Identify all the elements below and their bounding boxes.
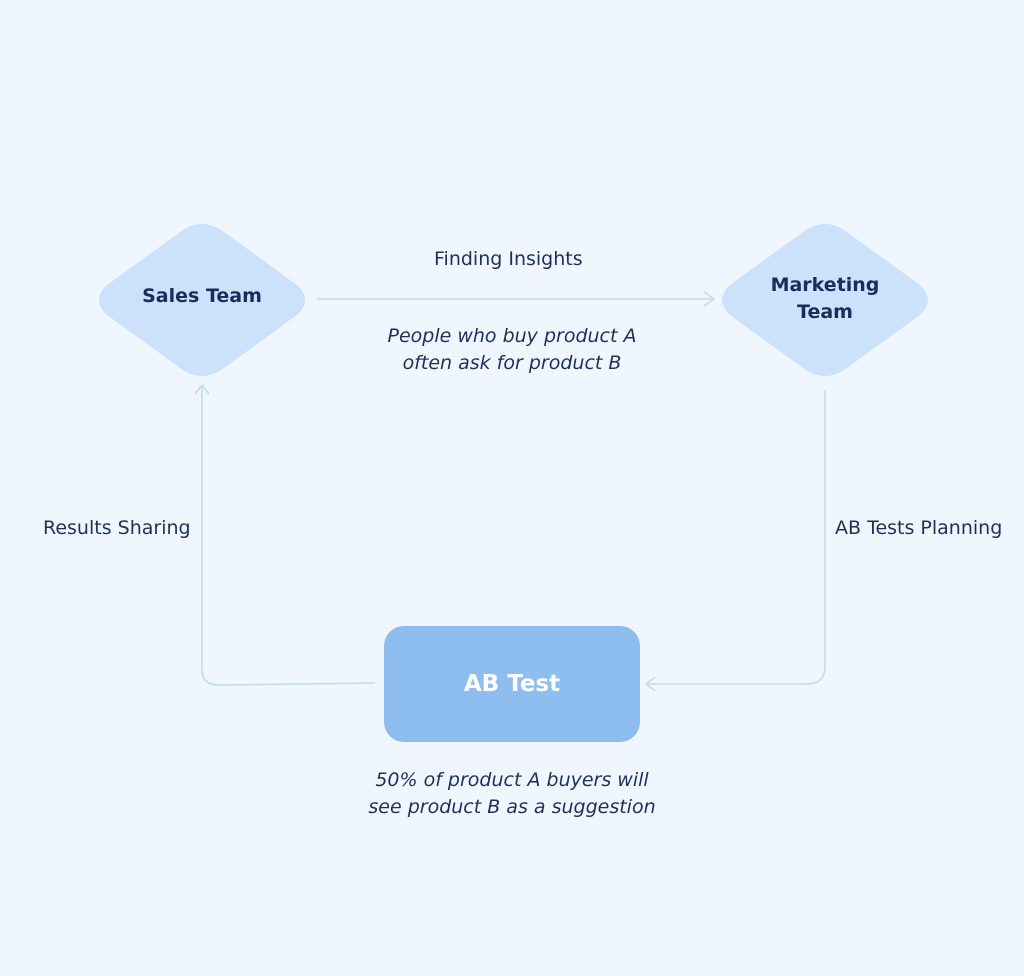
ab-test-note: 50% of product A buyers will see product…	[342, 767, 682, 821]
marketing-team-text-line2: Team	[797, 301, 853, 323]
ab-tests-planning-arrowhead	[644, 676, 656, 692]
ab-tests-planning-label: AB Tests Planning	[835, 517, 1003, 539]
marketing-team-label: Marketing Team	[735, 271, 915, 327]
results-sharing-label: Results Sharing	[43, 517, 191, 539]
ab-test-text: AB Test	[463, 671, 561, 697]
ab-test-note-line2: see product B as a suggestion	[368, 796, 656, 818]
insight-note-line2: often ask for product B	[402, 352, 622, 374]
insight-note-line1: People who buy product A	[387, 325, 637, 347]
marketing-team-text-line1: Marketing	[770, 274, 880, 296]
finding-insights-label: Finding Insights	[434, 248, 583, 270]
results-sharing-connector	[201, 385, 376, 686]
ab-test-note-line1: 50% of product A buyers will	[375, 769, 649, 791]
sales-team-diamond	[99, 224, 305, 376]
results-sharing-arrowhead	[194, 383, 210, 395]
sales-team-text: Sales Team	[142, 284, 262, 307]
ab-test-box: AB Test	[384, 626, 640, 742]
finding-insights-arrowhead	[703, 291, 716, 307]
sales-team-label: Sales Team	[112, 276, 292, 316]
marketing-team-diamond	[722, 224, 928, 376]
insight-note: People who buy product A often ask for p…	[362, 323, 662, 377]
ab-tests-planning-connector	[646, 390, 826, 685]
